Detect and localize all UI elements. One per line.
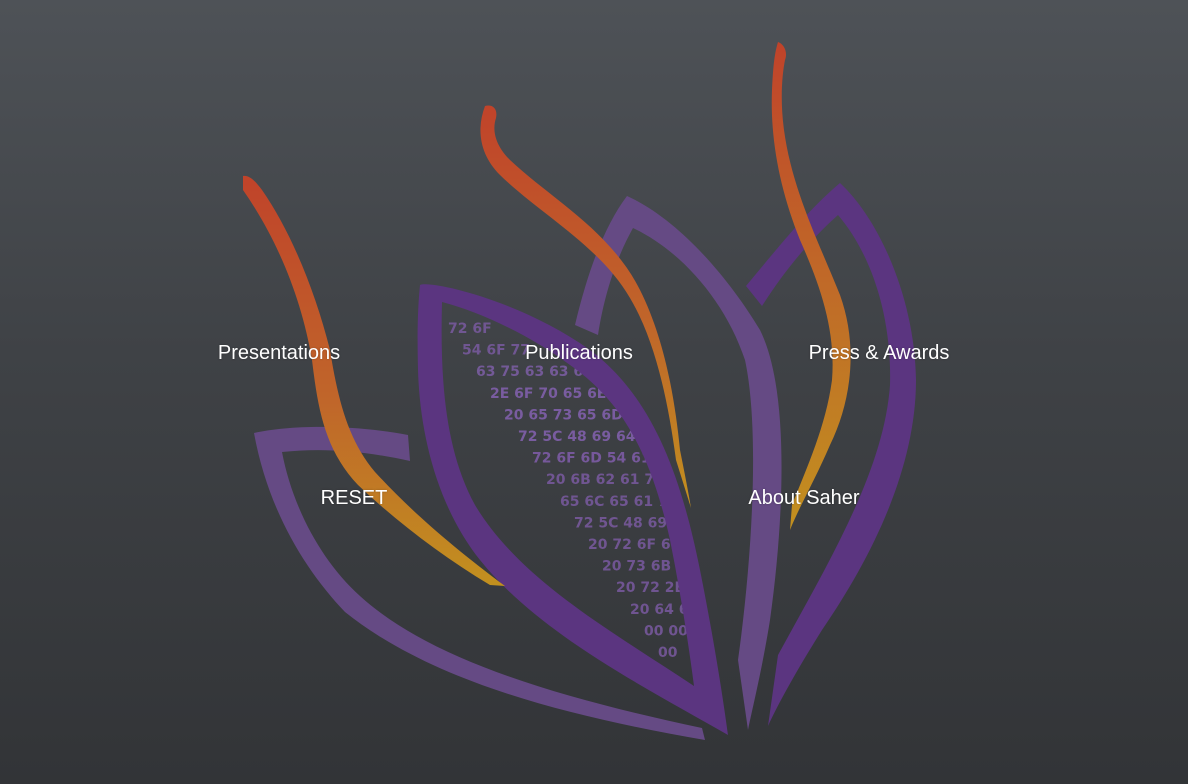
hex-code-line: 2E 6F 70 65 6E 73	[490, 386, 631, 402]
hex-code-line: 20 64 62 00	[630, 602, 723, 618]
nav-link-publications[interactable]: Publications	[525, 342, 633, 364]
hex-code-line: 20 73 6B 62 61 0	[602, 559, 735, 575]
petal-right-back	[746, 183, 916, 726]
hex-code-line: 20 72 2E 70 0	[616, 580, 723, 596]
hex-code-line: 00	[658, 645, 678, 661]
hex-code-line: 63 75 63 63 65	[476, 364, 593, 380]
hex-code-line: 65 6C 65 61 73 65 0	[560, 494, 717, 510]
hex-code-line: 20 72 6F 6D 54 61	[588, 537, 731, 553]
reset-link[interactable]: RESET	[320, 487, 388, 509]
stigma-right	[771, 42, 851, 530]
hex-code-line: 00 00	[644, 623, 688, 639]
hex-code-line: 72 6F	[448, 321, 492, 337]
nav-link-about[interactable]: About Saher	[748, 487, 860, 509]
nav-link-presentations[interactable]: Presentations	[217, 342, 341, 364]
hex-code-line: 20 6B 62 61 72 5C 52	[546, 472, 713, 488]
petal-left-outer	[254, 426, 705, 740]
hex-code-line: 54 6F 77	[462, 343, 530, 359]
stigma-left	[243, 175, 505, 586]
nav-link-press-awards[interactable]: Press & Awards	[808, 342, 950, 364]
petal-inner	[417, 284, 728, 735]
hex-code-line: 72 5C 48 69 64 65 4	[574, 515, 731, 531]
